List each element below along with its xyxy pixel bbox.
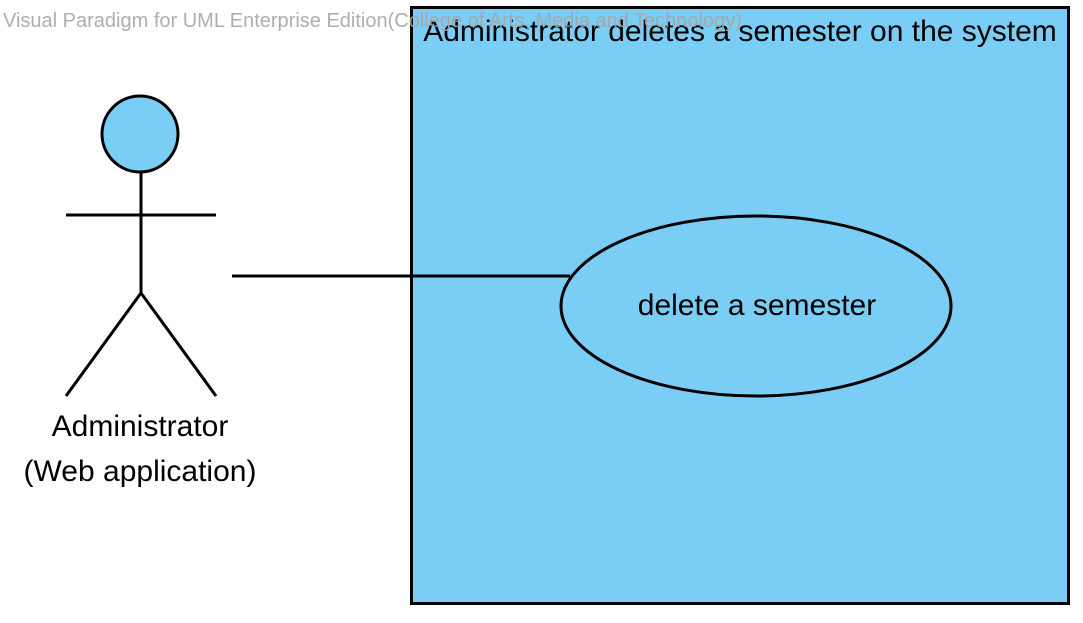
actor-head [100,94,180,174]
actor-label: Administrator (Web application) [23,410,257,488]
watermark-text: Visual Paradigm for UML Enterprise Editi… [3,10,742,32]
actor-figure[interactable] [64,94,218,397]
actor-left-leg [64,292,143,397]
use-case-label: delete a semester [637,289,877,322]
use-case-ellipse[interactable] [559,214,953,398]
actor-right-leg [139,292,218,397]
system-boundary-title: Administrator deletes a semester on the … [423,15,1057,48]
